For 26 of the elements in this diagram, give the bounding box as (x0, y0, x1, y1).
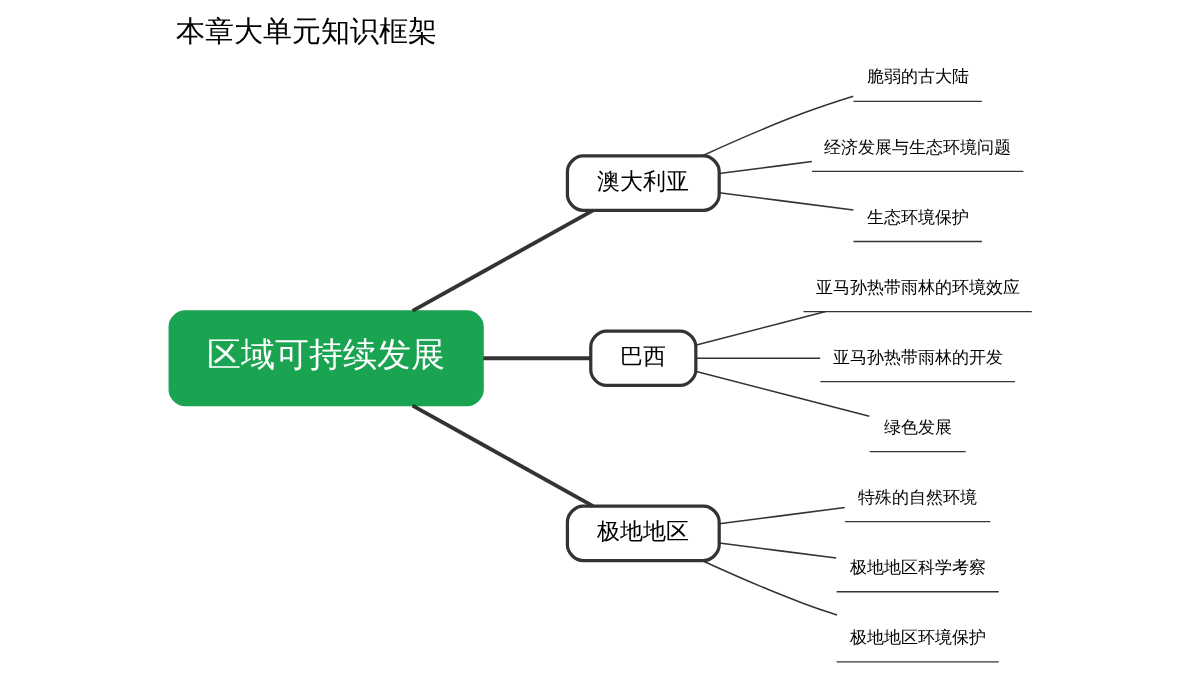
node-box: 巴西 (588, 329, 697, 388)
node-text: 极地地区科学考察 (849, 556, 986, 577)
node-box: 澳大利亚 (565, 154, 721, 212)
node-text: 经济发展与生态环境问题 (823, 136, 1011, 157)
node-text: 极地地区环境保护 (849, 626, 986, 647)
node-box: 极地地区 (565, 504, 721, 563)
connector (695, 310, 826, 346)
connector (695, 370, 870, 417)
diagram-title: 本章大单元知识框架 (175, 15, 437, 49)
node-box: 区域可持续发展 (168, 310, 484, 407)
node-text: 亚马孙热带雨林的环境效应 (815, 276, 1020, 297)
connector (717, 160, 813, 175)
connector (701, 560, 838, 616)
node-text: 绿色发展 (883, 416, 952, 437)
connector (717, 191, 854, 211)
connector (411, 403, 594, 508)
connector (695, 357, 821, 360)
node-text: 脆弱的古大陆 (866, 66, 969, 87)
connector (701, 95, 854, 157)
connector (482, 356, 591, 361)
connector (717, 542, 837, 559)
node-text: 生态环境保护 (866, 206, 969, 227)
connector (411, 208, 594, 313)
connector (717, 506, 845, 525)
node-text: 特殊的自然环境 (857, 486, 977, 507)
node-text: 亚马孙热带雨林的开发 (832, 346, 1003, 367)
